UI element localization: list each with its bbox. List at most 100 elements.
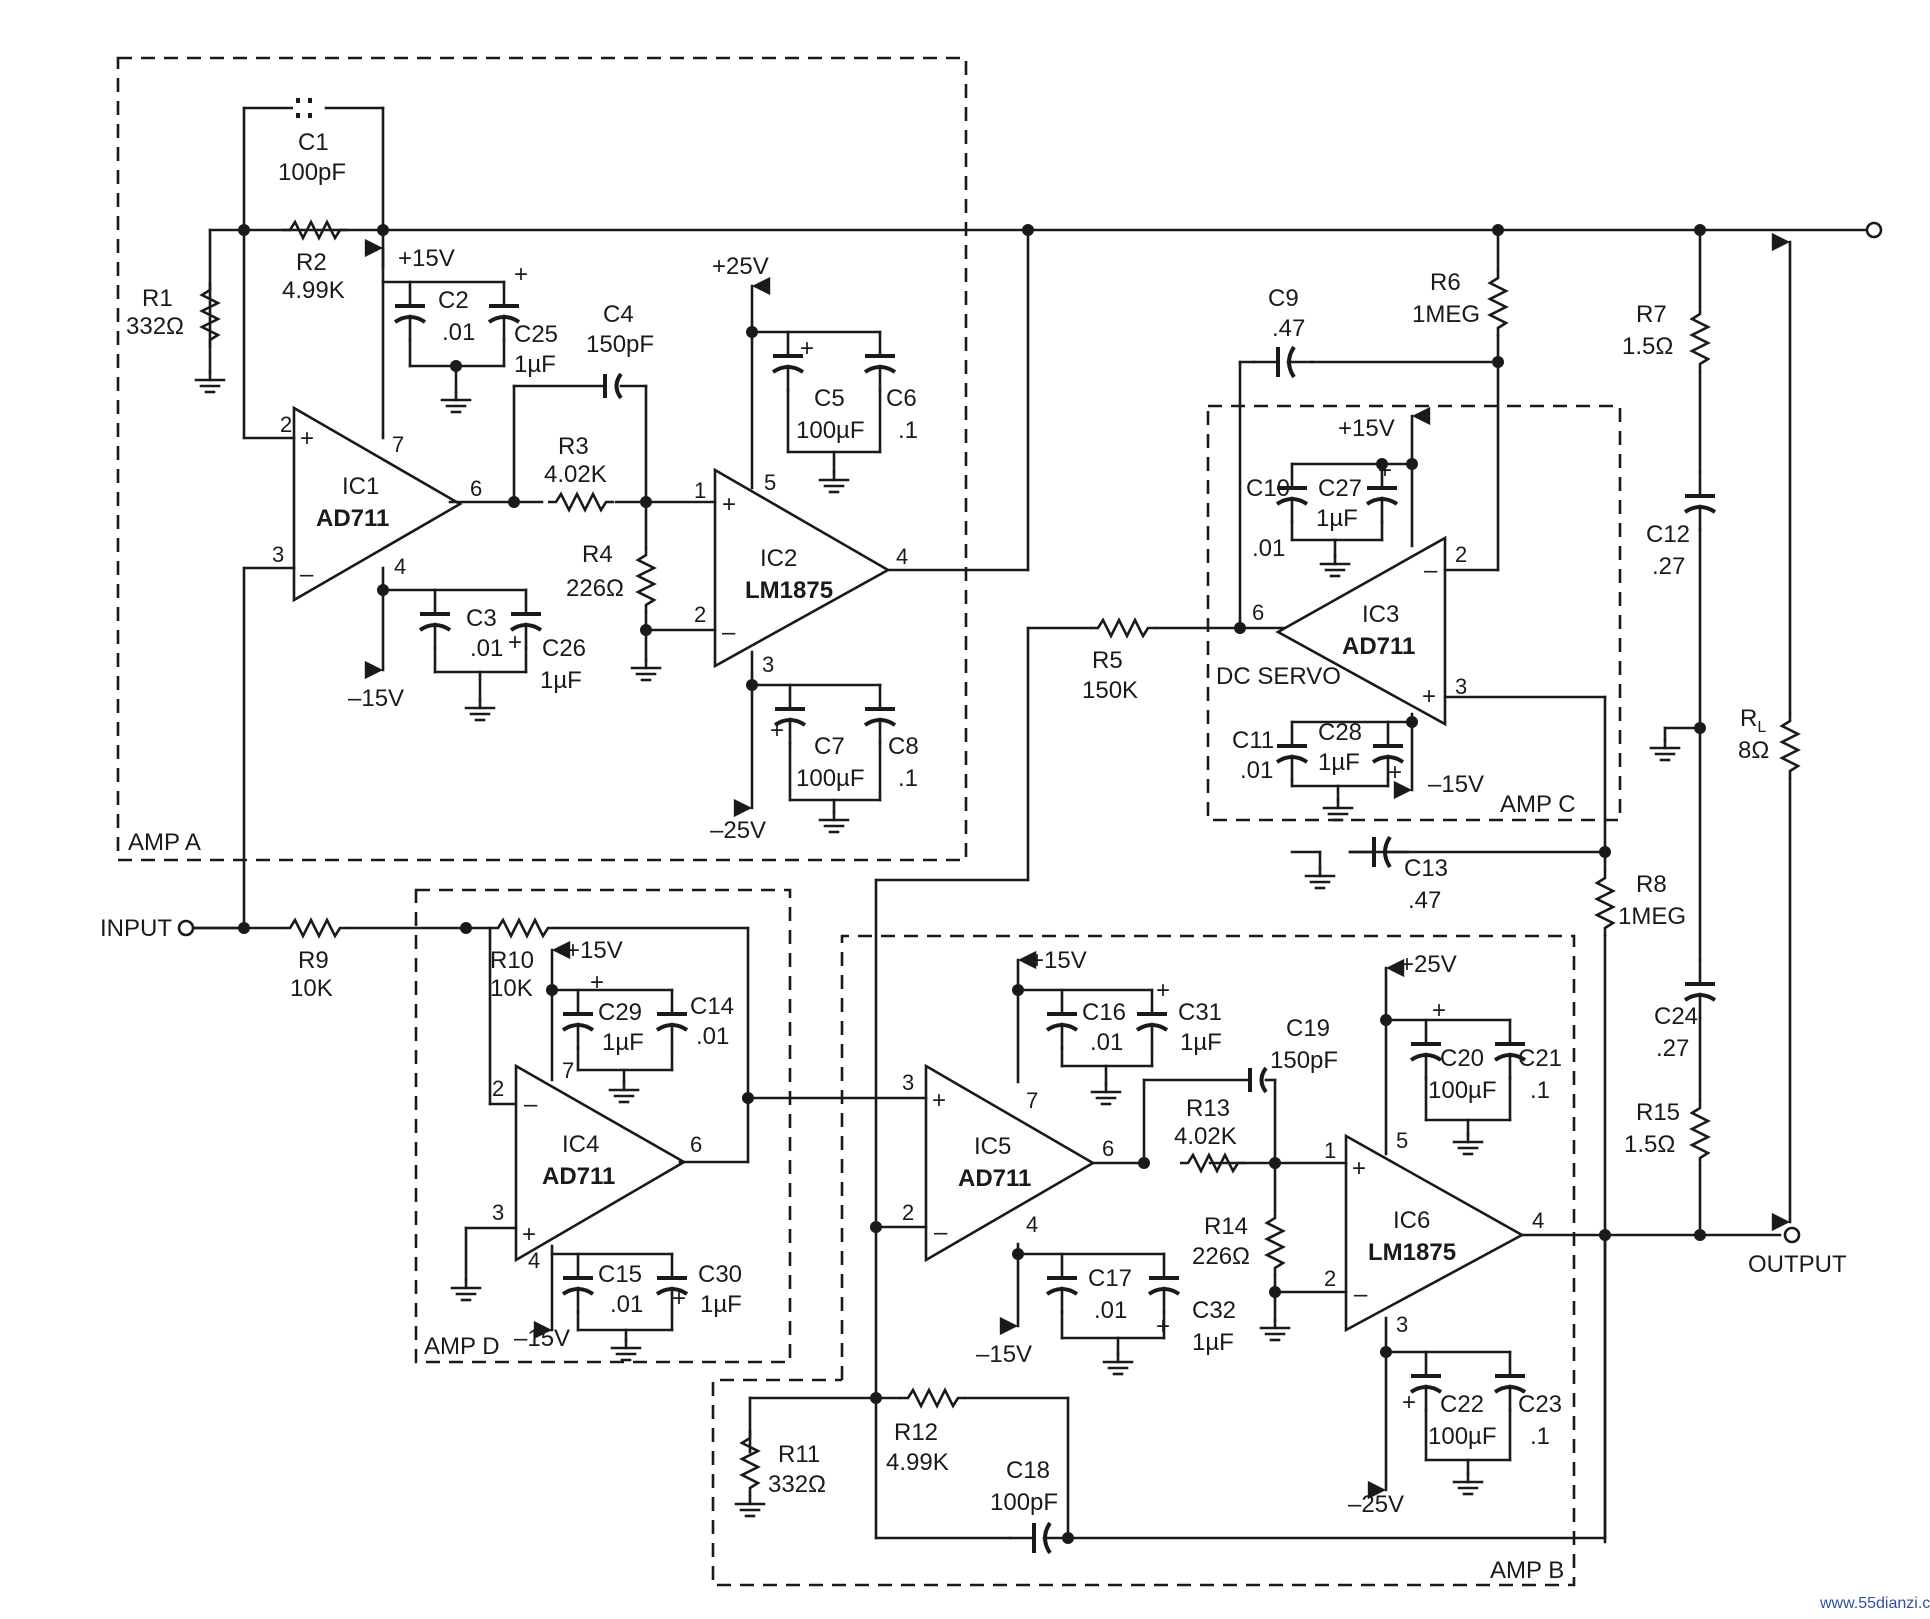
c9-value: .47	[1272, 315, 1305, 342]
c23-value: .1	[1530, 1423, 1550, 1450]
c31-plus: +	[1156, 977, 1170, 1004]
c26-value: 1µF	[540, 667, 582, 694]
c28-ref: C28	[1318, 719, 1362, 746]
c9-ref: C9	[1268, 285, 1299, 312]
c10-value: .01	[1252, 535, 1285, 562]
junction-dots	[238, 224, 1706, 1544]
c32-value: 1µF	[1192, 1329, 1234, 1356]
c6-symbol	[863, 330, 897, 392]
c14-ref: C14	[690, 993, 734, 1020]
ic6-pin5: 5	[1396, 1128, 1408, 1153]
ground-icon	[1322, 798, 1354, 822]
c2-ref: C2	[438, 287, 469, 314]
r3-value: 4.02K	[544, 461, 607, 488]
input-label: INPUT	[100, 915, 172, 942]
c25-value: 1µF	[514, 351, 556, 378]
c14-symbol	[655, 988, 689, 1050]
rail-ic2-neg: –25V	[710, 817, 766, 844]
c15-symbol	[561, 1252, 595, 1314]
ic2-pin1: 1	[694, 478, 706, 503]
r15-value: 1.5Ω	[1624, 1131, 1675, 1158]
ic1-pin2: 2	[280, 412, 292, 437]
feedback-caps-plates	[603, 372, 1277, 1094]
rail-ic1-pos: +15V	[398, 245, 455, 272]
rail-ic6-pos: +25V	[1400, 951, 1457, 978]
c12-ref: C12	[1646, 521, 1690, 548]
c28-value: 1µF	[1318, 749, 1360, 776]
c19-ref: C19	[1286, 1015, 1330, 1042]
ic1-opamp: IC1 AD711 + –	[292, 405, 463, 603]
c1-value: 100pF	[278, 159, 346, 186]
ic6-plus-sign: +	[1352, 1155, 1366, 1182]
c12-value: .27	[1652, 553, 1685, 580]
input-terminal	[177, 919, 195, 937]
r14-ref: R14	[1204, 1213, 1248, 1240]
ic4-pin6: 6	[690, 1132, 702, 1157]
ic6-minus-sign: –	[1354, 1281, 1368, 1308]
capacitors: C1 100pF C2 .01 + C25 1µF C3 .01 + C26 1…	[278, 98, 1717, 1555]
r12-ref: R12	[894, 1419, 938, 1446]
ic2-pin5: 5	[764, 470, 776, 495]
rail-ic2-pos: +25V	[712, 253, 769, 280]
r8-symbol	[1595, 868, 1615, 938]
ground-icon	[1319, 554, 1351, 578]
ic2-pin2: 2	[694, 602, 706, 627]
c18-ref: C18	[1006, 1457, 1050, 1484]
c29-plus: +	[590, 969, 604, 996]
c1-ref: C1	[298, 129, 329, 156]
ic6-name: IC6	[1393, 1207, 1430, 1234]
r10-ref: R10	[490, 947, 534, 974]
c18-symbol	[1008, 1521, 1070, 1555]
ic4-pin2: 2	[492, 1076, 504, 1101]
c13-value: .47	[1408, 887, 1441, 914]
amp-c-boundary: AMP C	[1206, 404, 1622, 822]
ground-icon	[464, 698, 496, 722]
c27-ref: C27	[1318, 475, 1362, 502]
c7-value: 100µF	[796, 765, 865, 792]
c21-ref: C21	[1518, 1045, 1562, 1072]
ic1-pin7: 7	[392, 432, 404, 457]
c24-ref: C24	[1654, 1003, 1698, 1030]
ground-icon	[450, 1278, 482, 1302]
ic6-opamp: IC6 LM1875 + –	[1344, 1133, 1525, 1333]
r14-symbol	[1265, 1208, 1285, 1278]
main-wires	[190, 106, 1870, 1544]
c11-symbol	[1275, 720, 1309, 782]
c15-ref: C15	[598, 1261, 642, 1288]
c3-ref: C3	[466, 605, 497, 632]
c8-ref: C8	[888, 733, 919, 760]
r8-value: 1MEG	[1618, 903, 1686, 930]
r5-ref: R5	[1092, 647, 1123, 674]
r8-ref: R8	[1636, 871, 1667, 898]
r6-value: 1MEG	[1412, 301, 1480, 328]
c32-ref: C32	[1192, 1297, 1236, 1324]
ground-icon	[1259, 1318, 1291, 1342]
c24-value: .27	[1656, 1035, 1689, 1062]
output-top-terminal	[1865, 221, 1883, 239]
ground-icon	[1452, 1132, 1484, 1156]
ground-icon	[440, 390, 472, 414]
r7-value: 1.5Ω	[1622, 333, 1673, 360]
ground-icon	[818, 470, 850, 494]
c6-value: .1	[898, 417, 918, 444]
c16-value: .01	[1090, 1029, 1123, 1056]
r12-value: 4.99K	[886, 1449, 949, 1476]
c16-ref: C16	[1082, 999, 1126, 1026]
c25-plus: +	[514, 261, 528, 288]
ic5-pin6: 6	[1102, 1136, 1114, 1161]
c7-plus: +	[770, 717, 784, 744]
rail-ic5-neg: –15V	[976, 1341, 1032, 1368]
ic1-name: IC1	[342, 473, 379, 500]
c2-symbol	[393, 280, 427, 342]
c27-value: 1µF	[1316, 505, 1358, 532]
ic2-opamp: IC2 LM1875 + –	[713, 467, 891, 669]
r4-value: 226Ω	[566, 575, 624, 602]
ground-icon	[1452, 1472, 1484, 1496]
ic3-part: AD711	[1342, 633, 1415, 660]
pin-numbers: 2 3 7 6 4 1 2 5 3 4 6 2 3 2 3 7 6 4 3 2 …	[272, 412, 1544, 1337]
c4-ref: C4	[603, 301, 634, 328]
ic1-pin3: 3	[272, 542, 284, 567]
r1-value: 332Ω	[126, 313, 184, 340]
r2-value: 4.99K	[282, 277, 345, 304]
